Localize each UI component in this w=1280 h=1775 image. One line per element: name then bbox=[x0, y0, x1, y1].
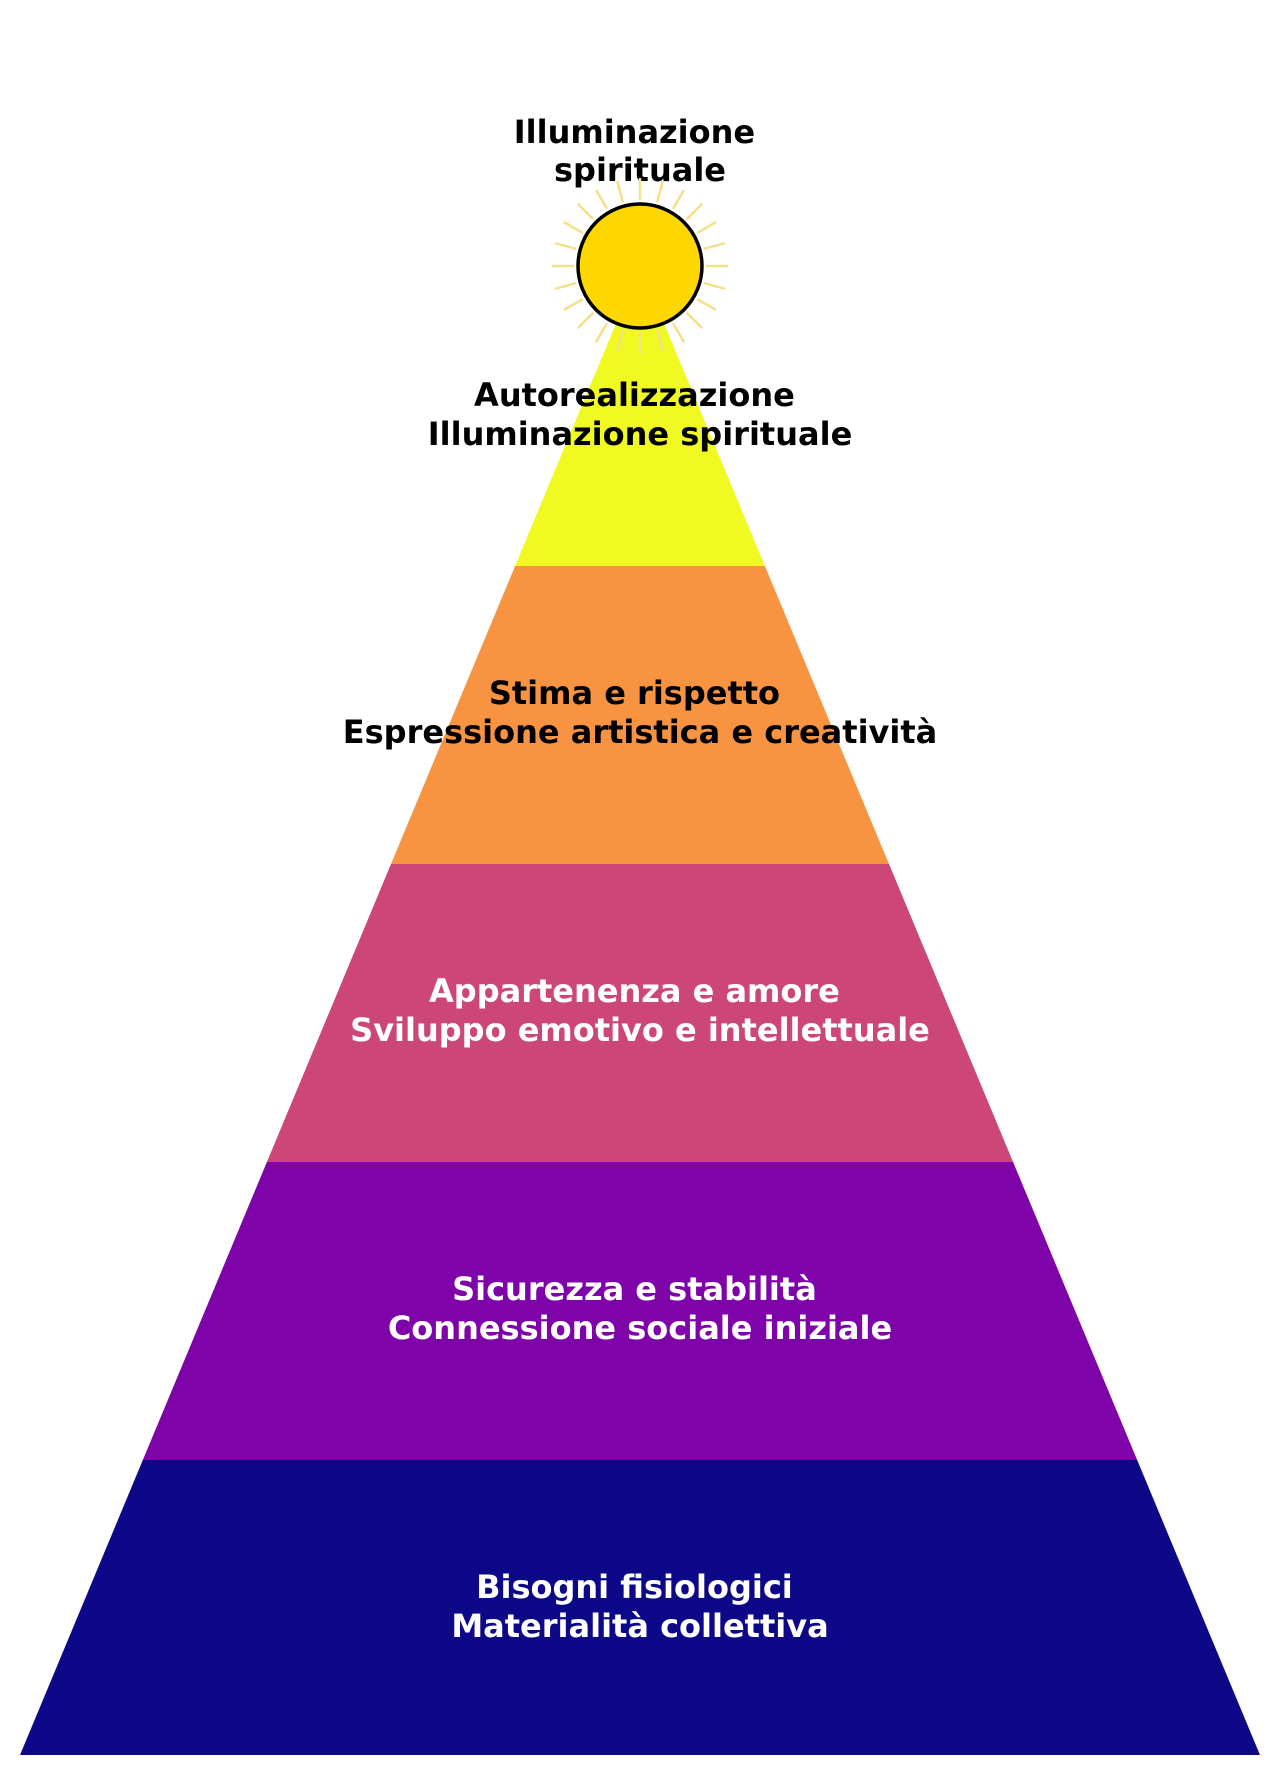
sun-ray bbox=[685, 311, 704, 330]
level-label-2: Stima e rispetto Espressione artistica e… bbox=[343, 674, 938, 751]
sun-ray bbox=[594, 189, 609, 210]
sun-ray bbox=[671, 189, 686, 210]
level-label-3: Appartenenza e amore Sviluppo emotivo e … bbox=[350, 972, 930, 1049]
level-label-3-line2: Sviluppo emotivo e intellettuale bbox=[350, 1011, 930, 1049]
sun-ray bbox=[696, 297, 717, 312]
level-label-5-line1: Bisogni fisiologici bbox=[476, 1568, 793, 1606]
sun-rays bbox=[552, 178, 728, 354]
sun-ray bbox=[616, 180, 625, 203]
top-label-line1: Illuminazione bbox=[514, 113, 755, 151]
level-label-1: Autorealizzazione Illuminazione spiritua… bbox=[428, 376, 853, 453]
sun-ray bbox=[576, 202, 595, 221]
sun-icon bbox=[552, 178, 728, 354]
sun-ray bbox=[594, 322, 609, 343]
sun-ray bbox=[703, 242, 726, 251]
sun-ray bbox=[554, 281, 577, 290]
sun-ray bbox=[655, 180, 664, 203]
level-label-5-line2: Materialità collettiva bbox=[451, 1607, 828, 1645]
sun-ray bbox=[685, 202, 704, 221]
sun-ray bbox=[563, 297, 584, 312]
level-label-1-line1: Autorealizzazione bbox=[474, 376, 795, 414]
sun-ray bbox=[703, 281, 726, 290]
level-band-5 bbox=[20, 1460, 1260, 1755]
sun-ray bbox=[696, 220, 717, 235]
sun-ray bbox=[563, 220, 584, 235]
top-label: Illuminazione spirituale bbox=[514, 113, 767, 189]
sun-ray bbox=[671, 322, 686, 343]
level-band-3 bbox=[266, 864, 1014, 1162]
level-label-2-line1: Stima e rispetto bbox=[489, 674, 780, 712]
level-label-2-line2: Espressione artistica e creatività bbox=[343, 713, 938, 751]
sun-ray bbox=[554, 242, 577, 251]
sun-ray bbox=[655, 329, 664, 352]
level-label-3-line1: Appartenenza e amore bbox=[429, 972, 840, 1010]
level-label-4: Sicurezza e stabilità Connessione social… bbox=[388, 1270, 892, 1347]
sun-ray bbox=[616, 329, 625, 352]
sun-ray bbox=[576, 311, 595, 330]
level-band-4 bbox=[142, 1162, 1138, 1460]
level-band-1 bbox=[515, 266, 765, 566]
level-label-5: Bisogni fisiologici Materialità colletti… bbox=[451, 1568, 828, 1645]
level-band-2 bbox=[391, 566, 889, 864]
level-label-4-line1: Sicurezza e stabilità bbox=[452, 1270, 817, 1308]
level-label-4-line2: Connessione sociale iniziale bbox=[388, 1309, 892, 1347]
sun-disc bbox=[576, 202, 704, 330]
level-label-1-line2: Illuminazione spirituale bbox=[428, 415, 853, 453]
